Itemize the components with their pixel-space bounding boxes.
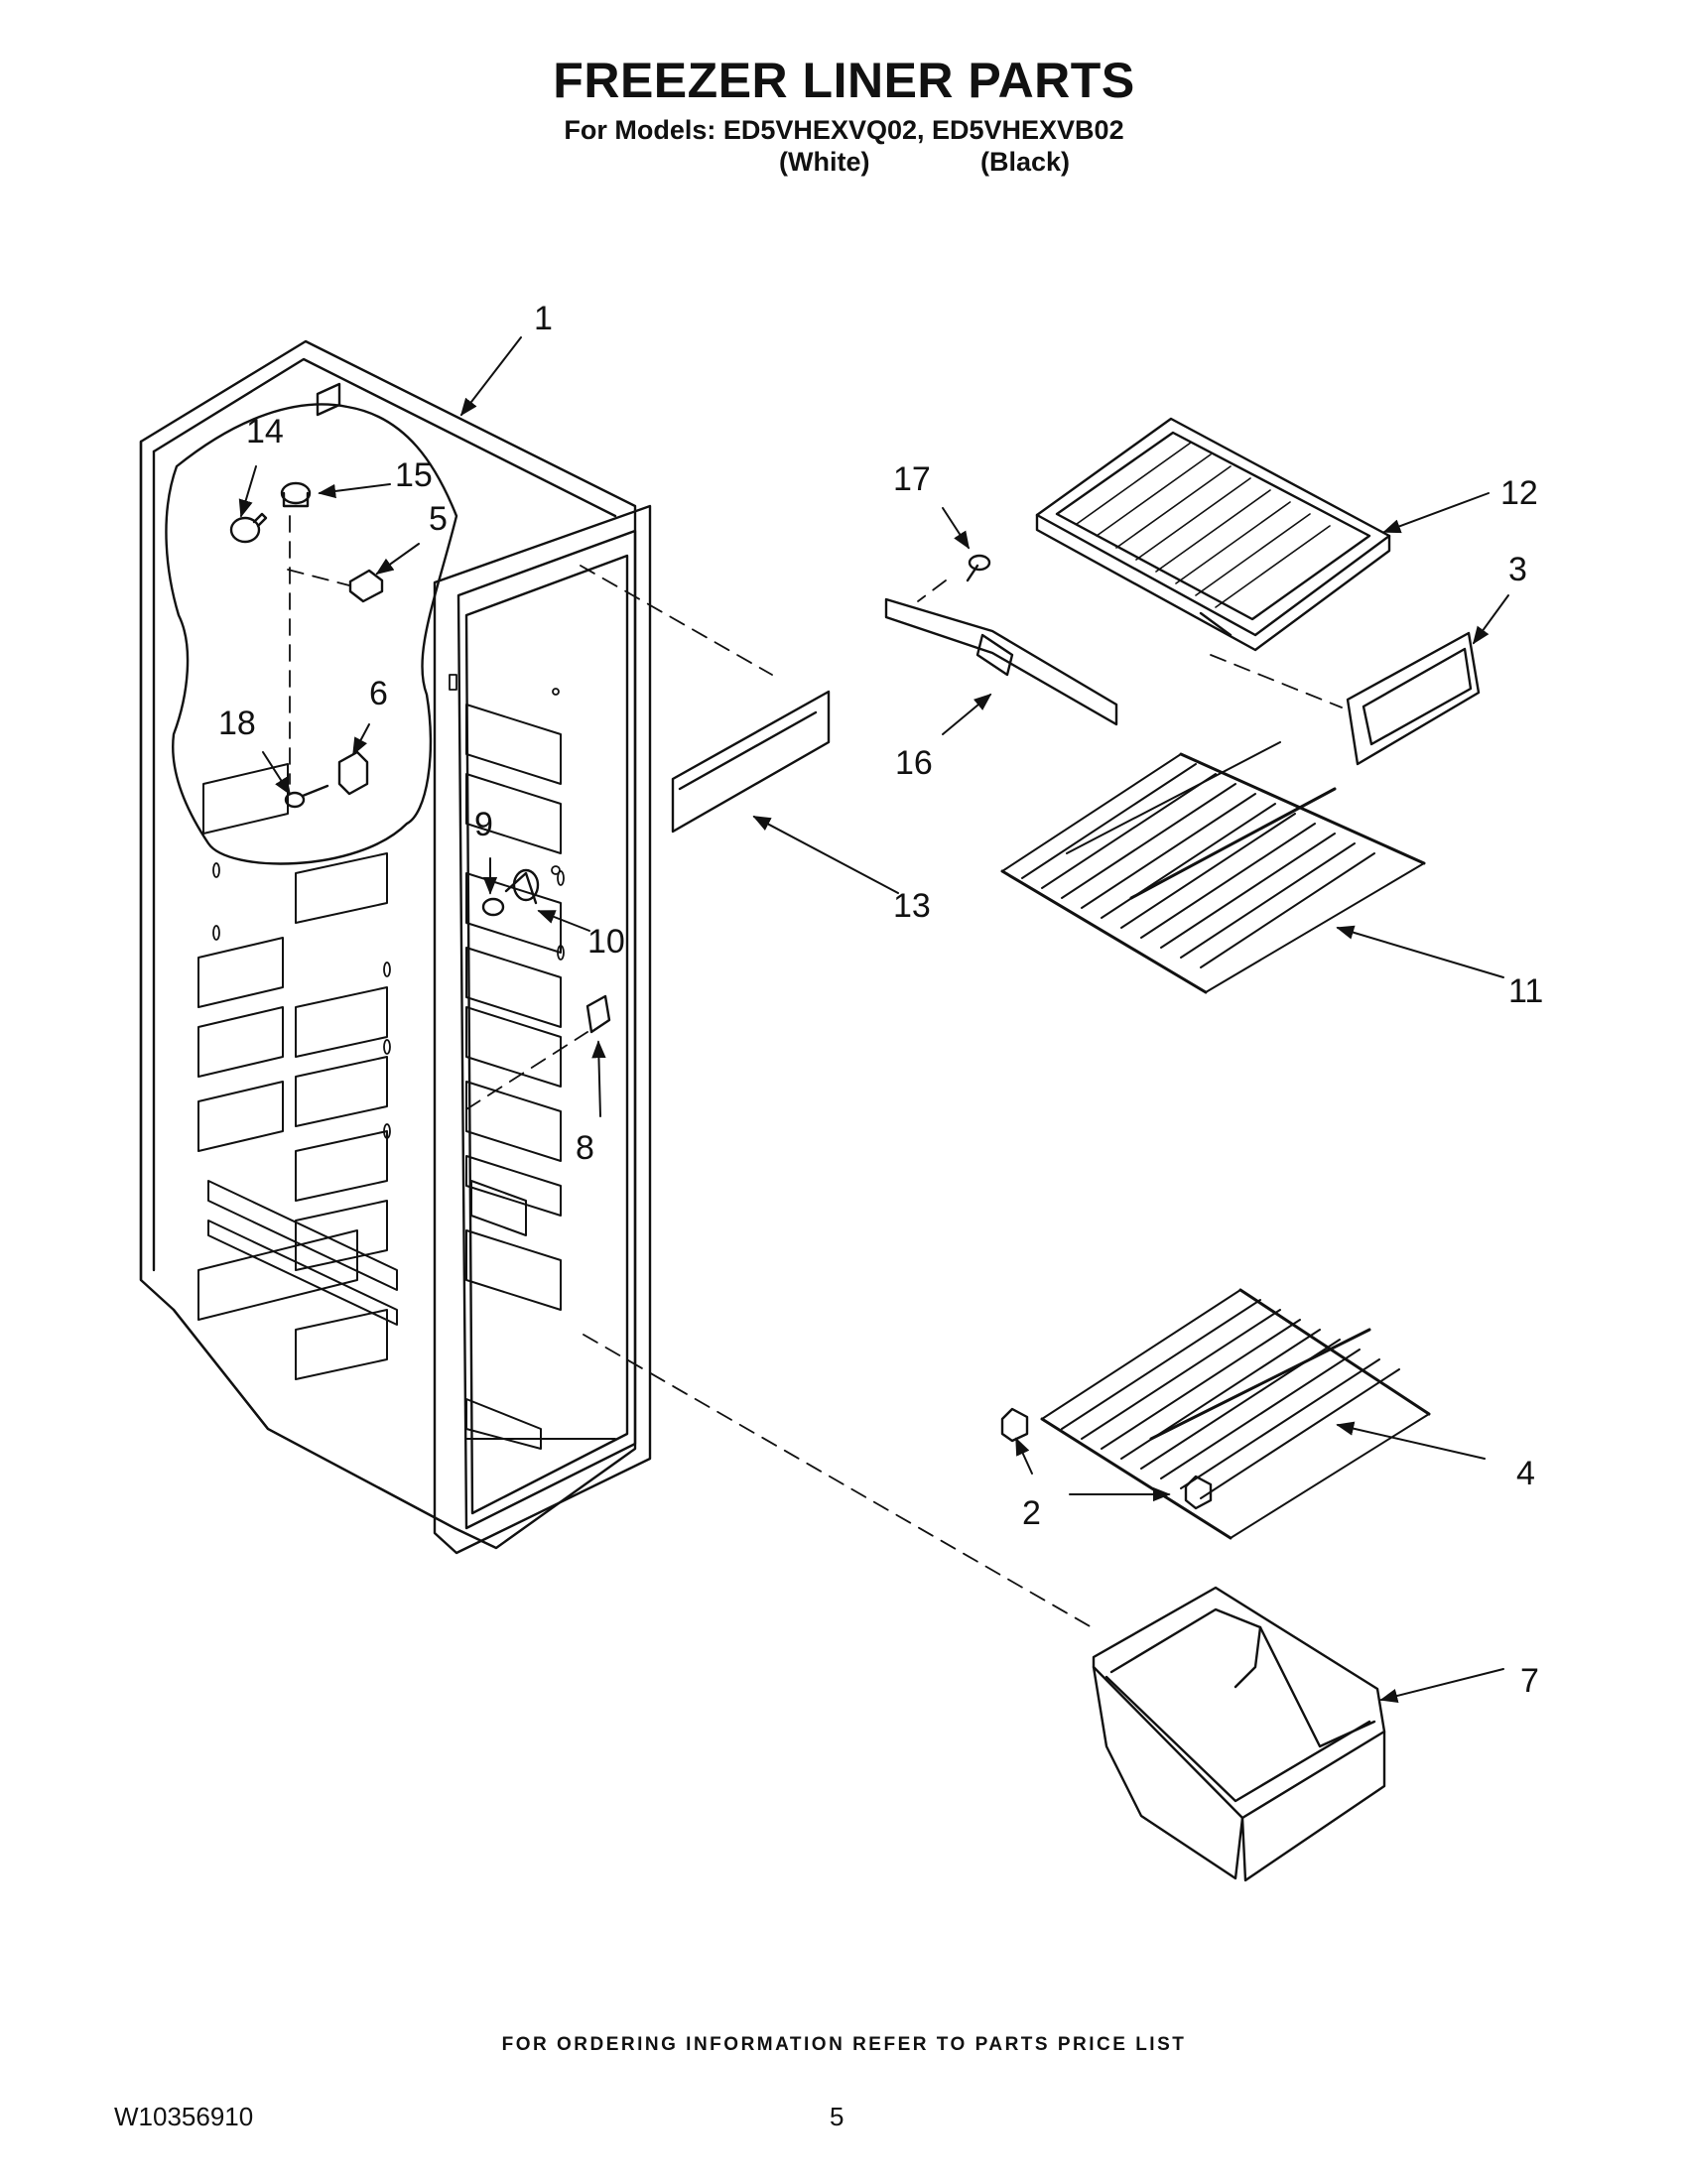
page-number: 5 xyxy=(830,2102,844,2131)
light-socket-part-15 xyxy=(280,481,312,508)
callout-3: 3 xyxy=(1508,551,1527,588)
thermostat-bracket-part-8 xyxy=(585,994,611,1034)
shelf-trim-part-3 xyxy=(1346,631,1481,766)
leader-lines xyxy=(238,336,1509,1704)
callout-7: 7 xyxy=(1520,1662,1539,1700)
callout-4: 4 xyxy=(1516,1455,1535,1492)
wire-shelf-part-4 xyxy=(1040,1288,1431,1540)
shelf-rail-part-16 xyxy=(884,597,1118,726)
callout-16: 16 xyxy=(895,744,933,782)
variant-black: (Black) xyxy=(980,147,1071,177)
screw-part-17 xyxy=(966,554,991,582)
callout-14: 14 xyxy=(246,413,284,450)
callout-13: 13 xyxy=(893,887,931,925)
callout-18: 18 xyxy=(218,705,256,742)
storage-bin-part-7 xyxy=(1092,1586,1386,1882)
callout-9: 9 xyxy=(474,806,493,843)
models-line: For Models: ED5VHEXVQ02, ED5VHEXVB02 xyxy=(564,115,1124,145)
callout-2: 2 xyxy=(1022,1494,1041,1532)
callout-6: 6 xyxy=(369,675,388,712)
shelf-frame-part-12 xyxy=(1035,417,1391,652)
dashed-guides xyxy=(287,515,1343,1628)
variant-white: (White) xyxy=(779,147,870,177)
light-switch-part-5 xyxy=(348,569,384,603)
callout-numbers: 1 14 15 5 6 18 9 10 8 17 12 3 16 13 11 4… xyxy=(218,300,1543,1700)
screw-part-18 xyxy=(284,784,329,809)
shelf-support-part-10 xyxy=(504,868,540,905)
callout-5: 5 xyxy=(429,500,448,538)
light-bulb-part-14 xyxy=(229,512,268,544)
shelf-end-cap-part-2 xyxy=(1000,1407,1213,1510)
callout-8: 8 xyxy=(576,1129,594,1167)
freezer-liner-part xyxy=(139,339,652,1555)
ordering-note: FOR ORDERING INFORMATION REFER TO PARTS … xyxy=(501,2034,1187,2055)
callout-15: 15 xyxy=(395,456,433,494)
air-diffuser-part-13 xyxy=(671,690,831,834)
callout-12: 12 xyxy=(1500,474,1538,512)
bolt-part-9 xyxy=(481,897,505,917)
damper-part-6 xyxy=(337,750,369,796)
callout-17: 17 xyxy=(893,460,931,498)
callout-1: 1 xyxy=(534,300,553,337)
callout-10: 10 xyxy=(587,923,625,961)
page-title: FREEZER LINER PARTS xyxy=(553,53,1135,108)
wire-shelf-part-11 xyxy=(1000,741,1426,994)
callout-11: 11 xyxy=(1508,972,1543,1010)
document-number: W10356910 xyxy=(114,2102,254,2131)
